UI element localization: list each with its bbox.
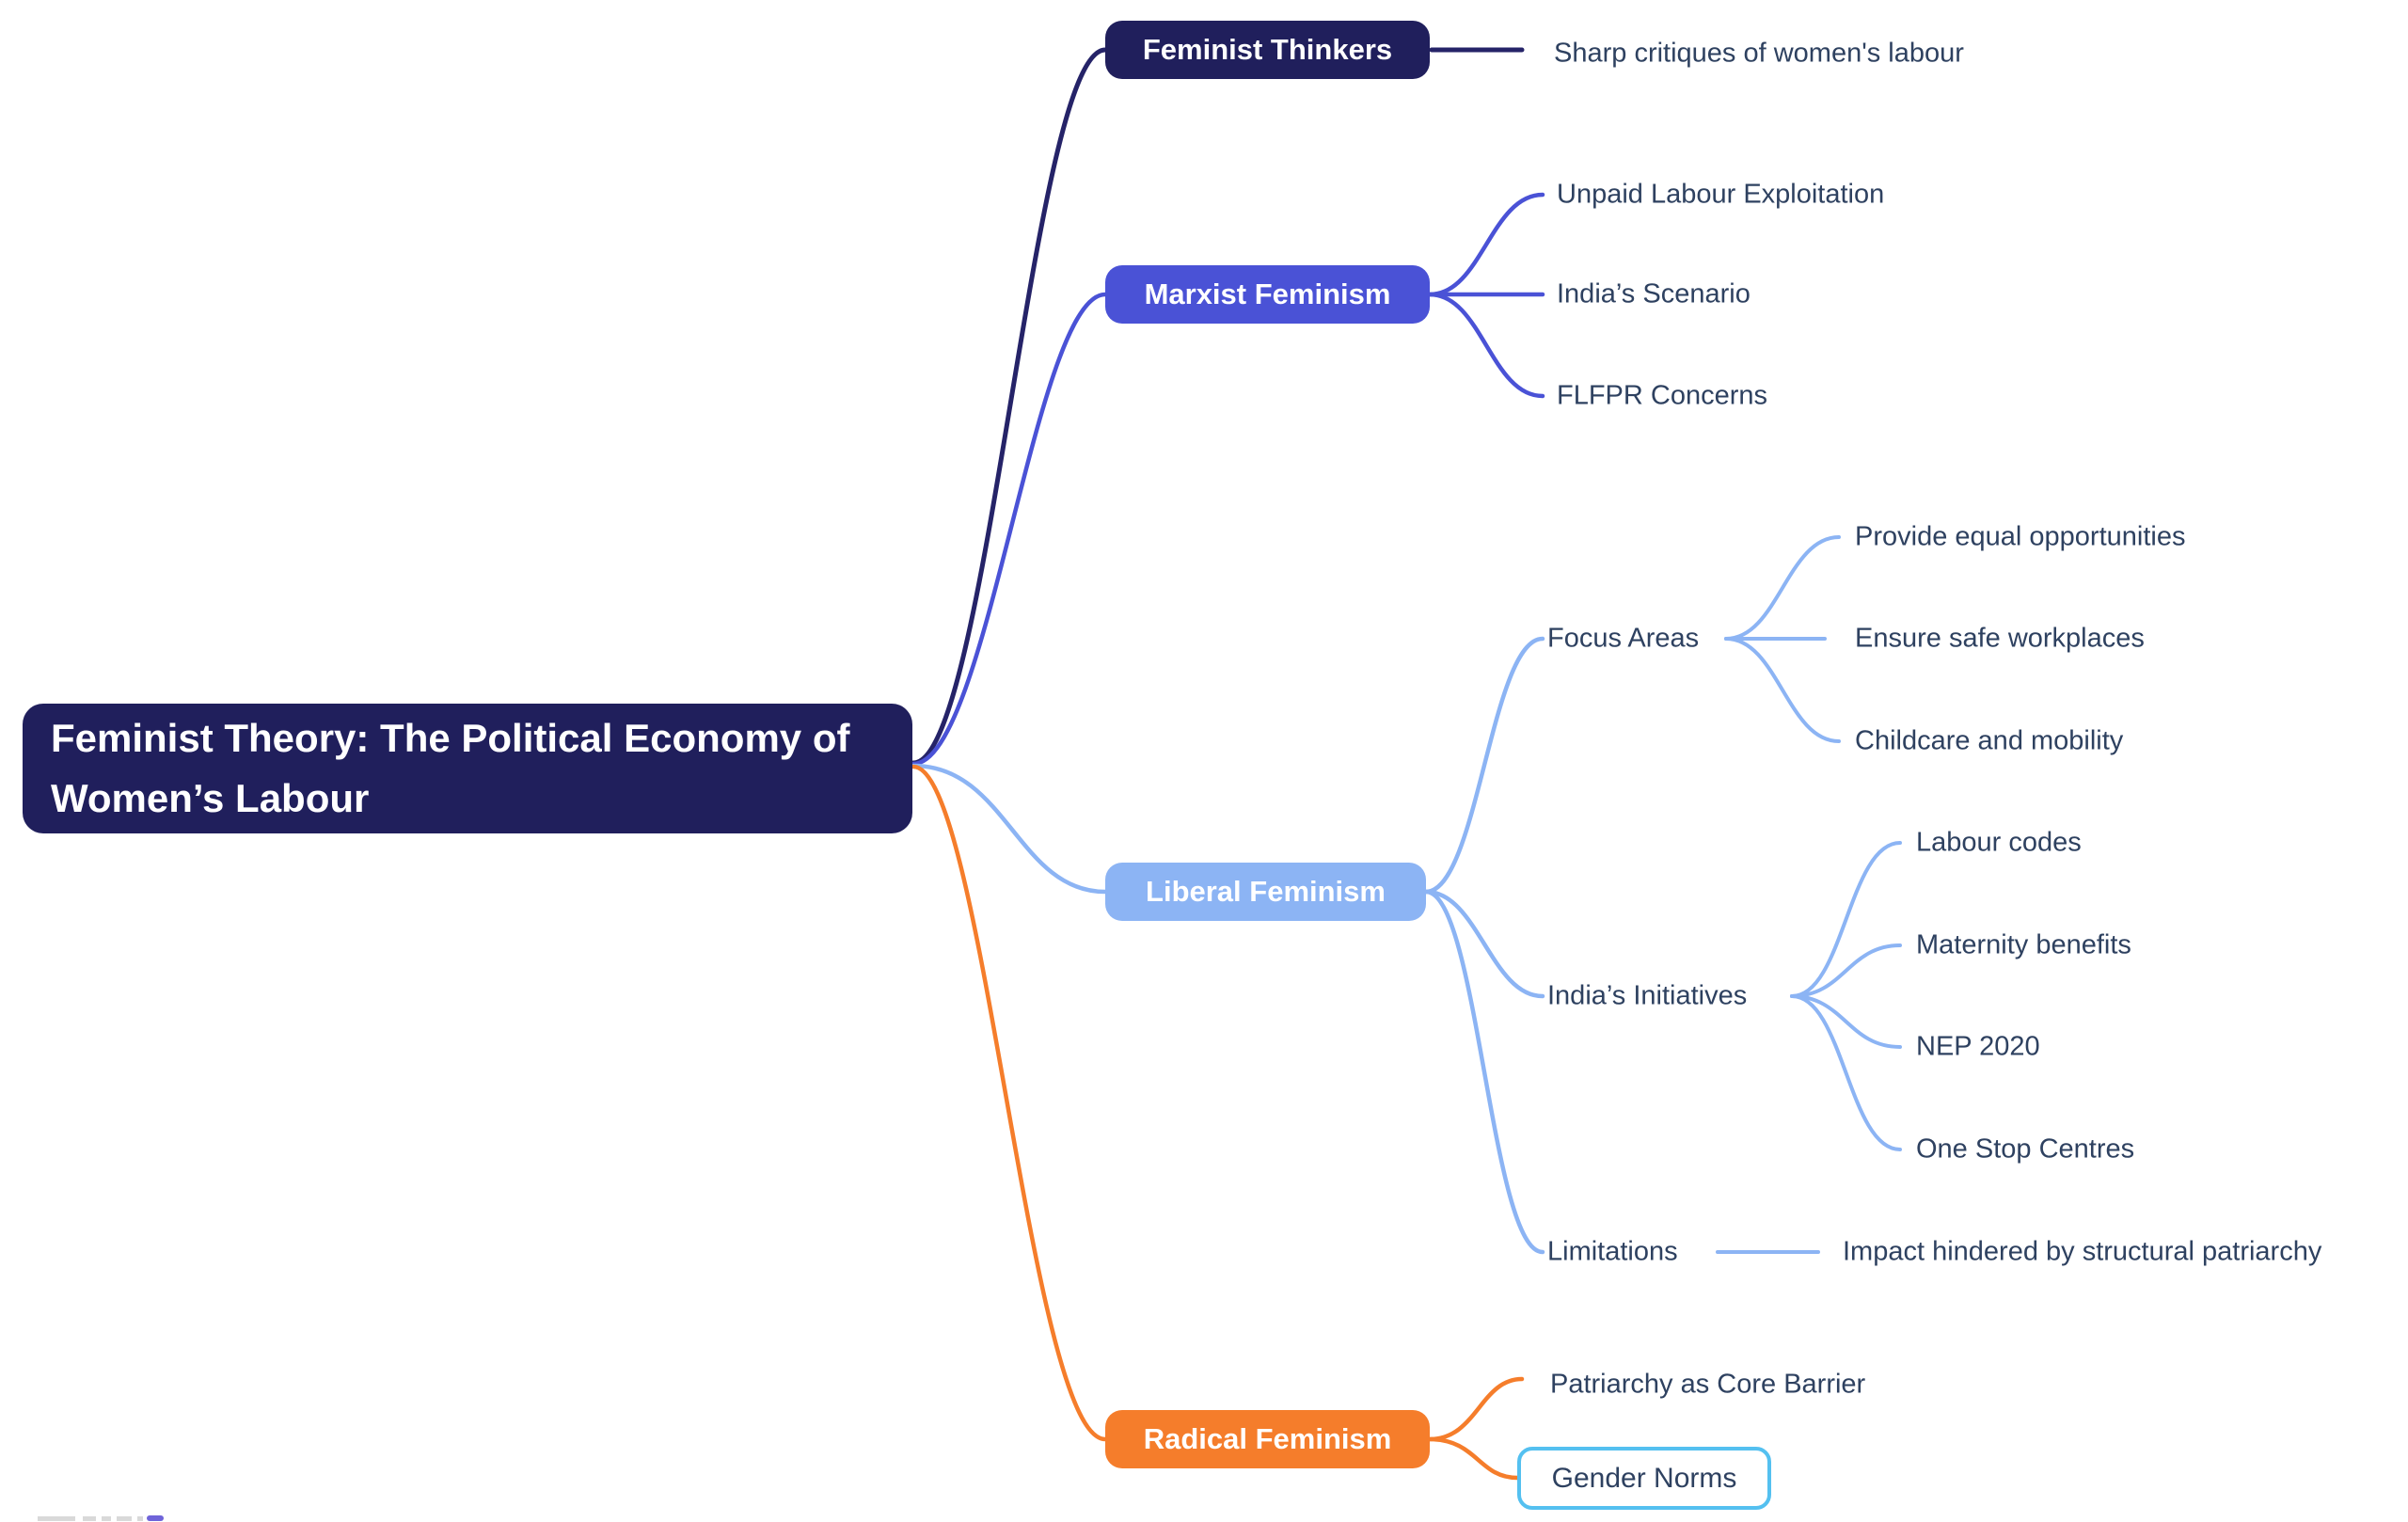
leaf-node-maternity-benefits[interactable]: Maternity benefits <box>1916 929 2131 960</box>
leaf-node-childcare-mobility[interactable]: Childcare and mobility <box>1855 725 2124 756</box>
branch-label: Feminist Thinkers <box>1142 33 1393 66</box>
link-liberal-indias-initiatives <box>1423 889 1545 999</box>
link-focus-provide-equal <box>1724 535 1841 641</box>
link-root-radical-feminism <box>911 764 1108 1442</box>
branch-label: Liberal Feminism <box>1146 875 1386 908</box>
leaf-node-ensure-safe[interactable]: Ensure safe workplaces <box>1855 623 2145 654</box>
link-marxist-flfpr-concerns <box>1427 292 1545 399</box>
branch-label: Radical Feminism <box>1143 1422 1392 1455</box>
link-initiatives-nep-2020 <box>1790 994 1902 1049</box>
child-node-indias-initiatives[interactable]: India’s Initiatives <box>1547 980 1748 1011</box>
leaf-node-labour-codes[interactable]: Labour codes <box>1916 827 2082 858</box>
child-node-unpaid-labour[interactable]: Unpaid Labour Exploitation <box>1557 179 1885 210</box>
child-node-patriarchy-barrier[interactable]: Patriarchy as Core Barrier <box>1550 1369 1866 1400</box>
child-node-gender-norms[interactable]: Gender Norms <box>1517 1447 1771 1510</box>
root-node[interactable]: Feminist Theory: The Political Economy o… <box>23 704 912 833</box>
leaf-node-provide-equal[interactable]: Provide equal opportunities <box>1855 521 2186 552</box>
child-node-indias-scenario[interactable]: India’s Scenario <box>1557 278 1751 309</box>
link-radical-gender-norms <box>1427 1436 1520 1481</box>
leaf-node-nep-2020[interactable]: NEP 2020 <box>1916 1031 2040 1062</box>
link-liberal-focus-areas <box>1423 636 1545 895</box>
branch-node-marxist-feminism[interactable]: Marxist Feminism <box>1105 265 1430 324</box>
branch-node-radical-feminism[interactable]: Radical Feminism <box>1105 1410 1430 1468</box>
link-focus-childcare <box>1724 637 1841 743</box>
root-label: Feminist Theory: The Political Economy o… <box>51 716 850 820</box>
link-root-liberal-feminism <box>911 763 1108 895</box>
branch-node-liberal-feminism[interactable]: Liberal Feminism <box>1105 863 1426 921</box>
cut-off-watermark-logo <box>147 1515 164 1521</box>
link-root-marxist-feminism <box>911 292 1108 767</box>
child-node-sharp-critiques[interactable]: Sharp critiques of women's labour <box>1554 38 1964 69</box>
child-node-focus-areas[interactable]: Focus Areas <box>1547 623 1700 654</box>
link-liberal-limitations <box>1423 889 1545 1255</box>
link-marxist-unpaid-labour <box>1427 192 1545 297</box>
leaf-node-one-stop-centres[interactable]: One Stop Centres <box>1916 1134 2135 1165</box>
child-node-limitations[interactable]: Limitations <box>1547 1236 1678 1267</box>
link-root-feminist-thinkers <box>911 47 1108 766</box>
leaf-node-impact-hindered[interactable]: Impact hindered by structural patriarchy <box>1843 1236 2322 1267</box>
link-initiatives-one-stop-centres <box>1790 994 1902 1151</box>
link-initiatives-labour-codes <box>1790 841 1902 998</box>
link-initiatives-maternity-benefits <box>1790 943 1902 998</box>
child-node-flfpr-concerns[interactable]: FLFPR Concerns <box>1557 380 1768 411</box>
gender-norms-label: Gender Norms <box>1551 1462 1737 1494</box>
link-radical-patriarchy <box>1427 1376 1525 1442</box>
branch-label: Marxist Feminism <box>1144 277 1391 310</box>
branch-node-feminist-thinkers[interactable]: Feminist Thinkers <box>1105 21 1430 79</box>
